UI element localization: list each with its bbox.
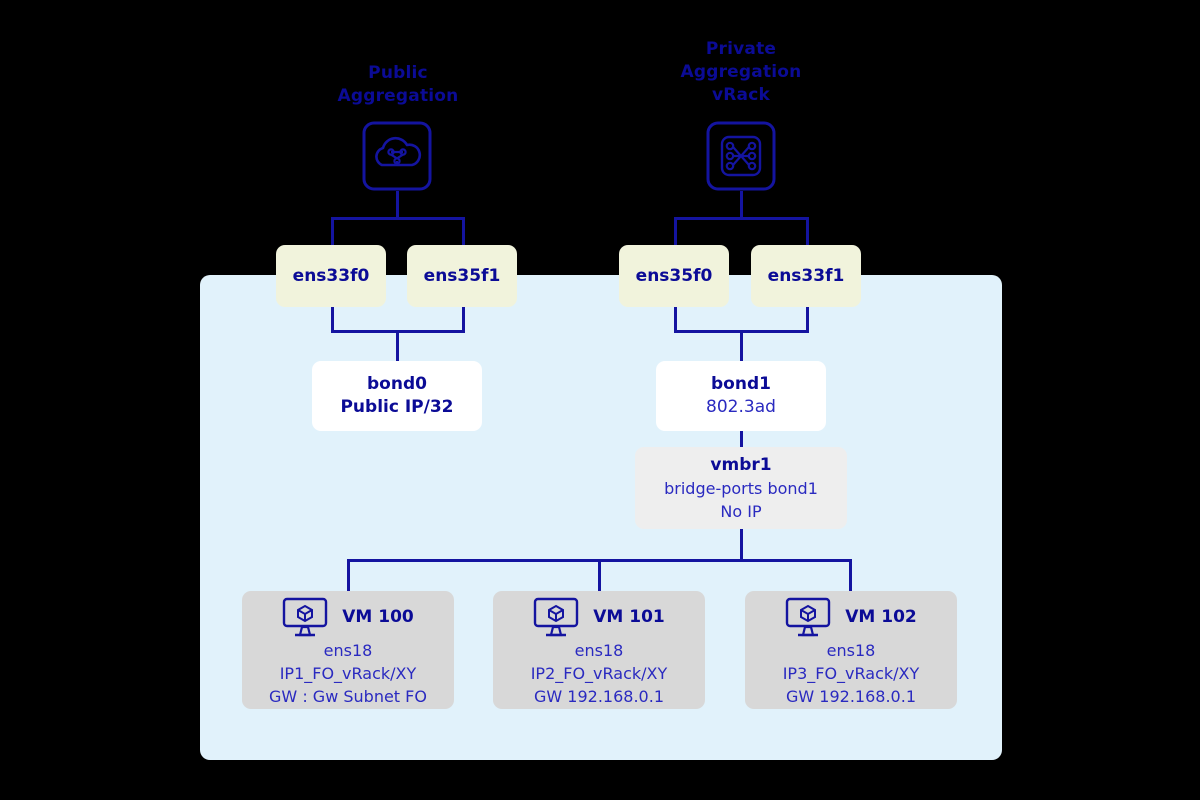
nic-label-ens33f1: ens33f1 [767,266,845,286]
connector-public-icon-to-bus [396,191,399,219]
vm-box-vm100[interactable]: VM 100 ens18 IP1_FO_vRack/XY GW : Gw Sub… [242,591,454,709]
vm-box-vm102[interactable]: VM 102 ens18 IP3_FO_vRack/XY GW 192.168.… [745,591,957,709]
nic-label-ens35f0: ens35f0 [635,266,713,286]
connector-bond0-bus-to-bond0 [396,330,399,362]
vm100-gateway: GW : Gw Subnet FO [269,686,427,706]
vm102-ip: IP3_FO_vRack/XY [782,663,920,683]
connector-private-bus-to-ens35f0 [674,217,677,247]
bond1-subtitle: 802.3ad [706,397,776,417]
vm100-header: VM 100 [282,597,414,637]
vm102-gateway: GW 192.168.0.1 [786,686,916,706]
vm101-interface: ens18 [574,640,624,660]
connector-private-bus-to-ens33f1 [806,217,809,247]
nic-label-ens35f1: ens35f1 [423,266,501,286]
vm-monitor-icon [785,597,831,637]
connector-private-bus [674,217,808,220]
nic-box-ens33f0[interactable]: ens33f0 [276,245,386,307]
bond0-title: bond0 [367,374,427,394]
connector-ens35f1-to-bond0-bus [462,307,465,333]
connector-vmbr1-to-vm-bus [740,529,743,561]
vm100-title: VM 100 [342,606,414,627]
bond-box-bond1[interactable]: bond1 802.3ad [656,361,826,431]
vmbr1-title: vmbr1 [710,455,772,475]
vm102-title: VM 102 [845,606,917,627]
vm101-ip: IP2_FO_vRack/XY [530,663,668,683]
connector-private-icon-to-bus [740,191,743,219]
vmbr1-no-ip: No IP [720,502,762,521]
vm101-gateway: GW 192.168.0.1 [534,686,664,706]
connector-bond1-bus-to-bond1 [740,330,743,362]
public-aggregation-label: Public Aggregation [337,63,459,106]
vm101-header: VM 101 [533,597,665,637]
vm-monitor-icon [282,597,328,637]
vm101-title: VM 101 [593,606,665,627]
nic-box-ens35f0[interactable]: ens35f0 [619,245,729,307]
bond0-subtitle: Public IP/32 [340,397,454,417]
vrack-switch-icon [706,121,776,191]
vm-box-vm101[interactable]: VM 101 ens18 IP2_FO_vRack/XY GW 192.168.… [493,591,705,709]
connector-ens33f0-to-bond0-bus [331,307,334,333]
connector-public-bus [331,217,465,220]
nic-label-ens33f0: ens33f0 [292,266,370,286]
vmbr1-bridge-ports: bridge-ports bond1 [664,479,818,498]
vm-monitor-icon [533,597,579,637]
vm100-ip: IP1_FO_vRack/XY [279,663,417,683]
cloud-network-icon [362,121,432,191]
connector-bond1-to-vmbr1 [740,431,743,447]
connector-ens33f1-to-bond1-bus [806,307,809,333]
connector-public-bus-to-ens35f1 [462,217,465,247]
private-aggregation-group: Private Aggregation vRack [641,38,841,107]
bridge-box-vmbr1[interactable]: vmbr1 bridge-ports bond1 No IP [635,447,847,529]
private-aggregation-label: Private Aggregation vRack [680,39,802,105]
connector-vm-bus-to-vm100 [347,559,350,591]
connector-ens35f0-to-bond1-bus [674,307,677,333]
vm102-interface: ens18 [826,640,876,660]
bond-box-bond0[interactable]: bond0 Public IP/32 [312,361,482,431]
connector-public-bus-to-ens33f0 [331,217,334,247]
nic-box-ens35f1[interactable]: ens35f1 [407,245,517,307]
vm102-header: VM 102 [785,597,917,637]
vm100-interface: ens18 [323,640,373,660]
bond1-title: bond1 [711,374,771,394]
public-aggregation-group: Public Aggregation [298,62,498,108]
connector-vm-bus-to-vm102 [849,559,852,591]
connector-vm-bus-to-vm101 [598,559,601,591]
nic-box-ens33f1[interactable]: ens33f1 [751,245,861,307]
